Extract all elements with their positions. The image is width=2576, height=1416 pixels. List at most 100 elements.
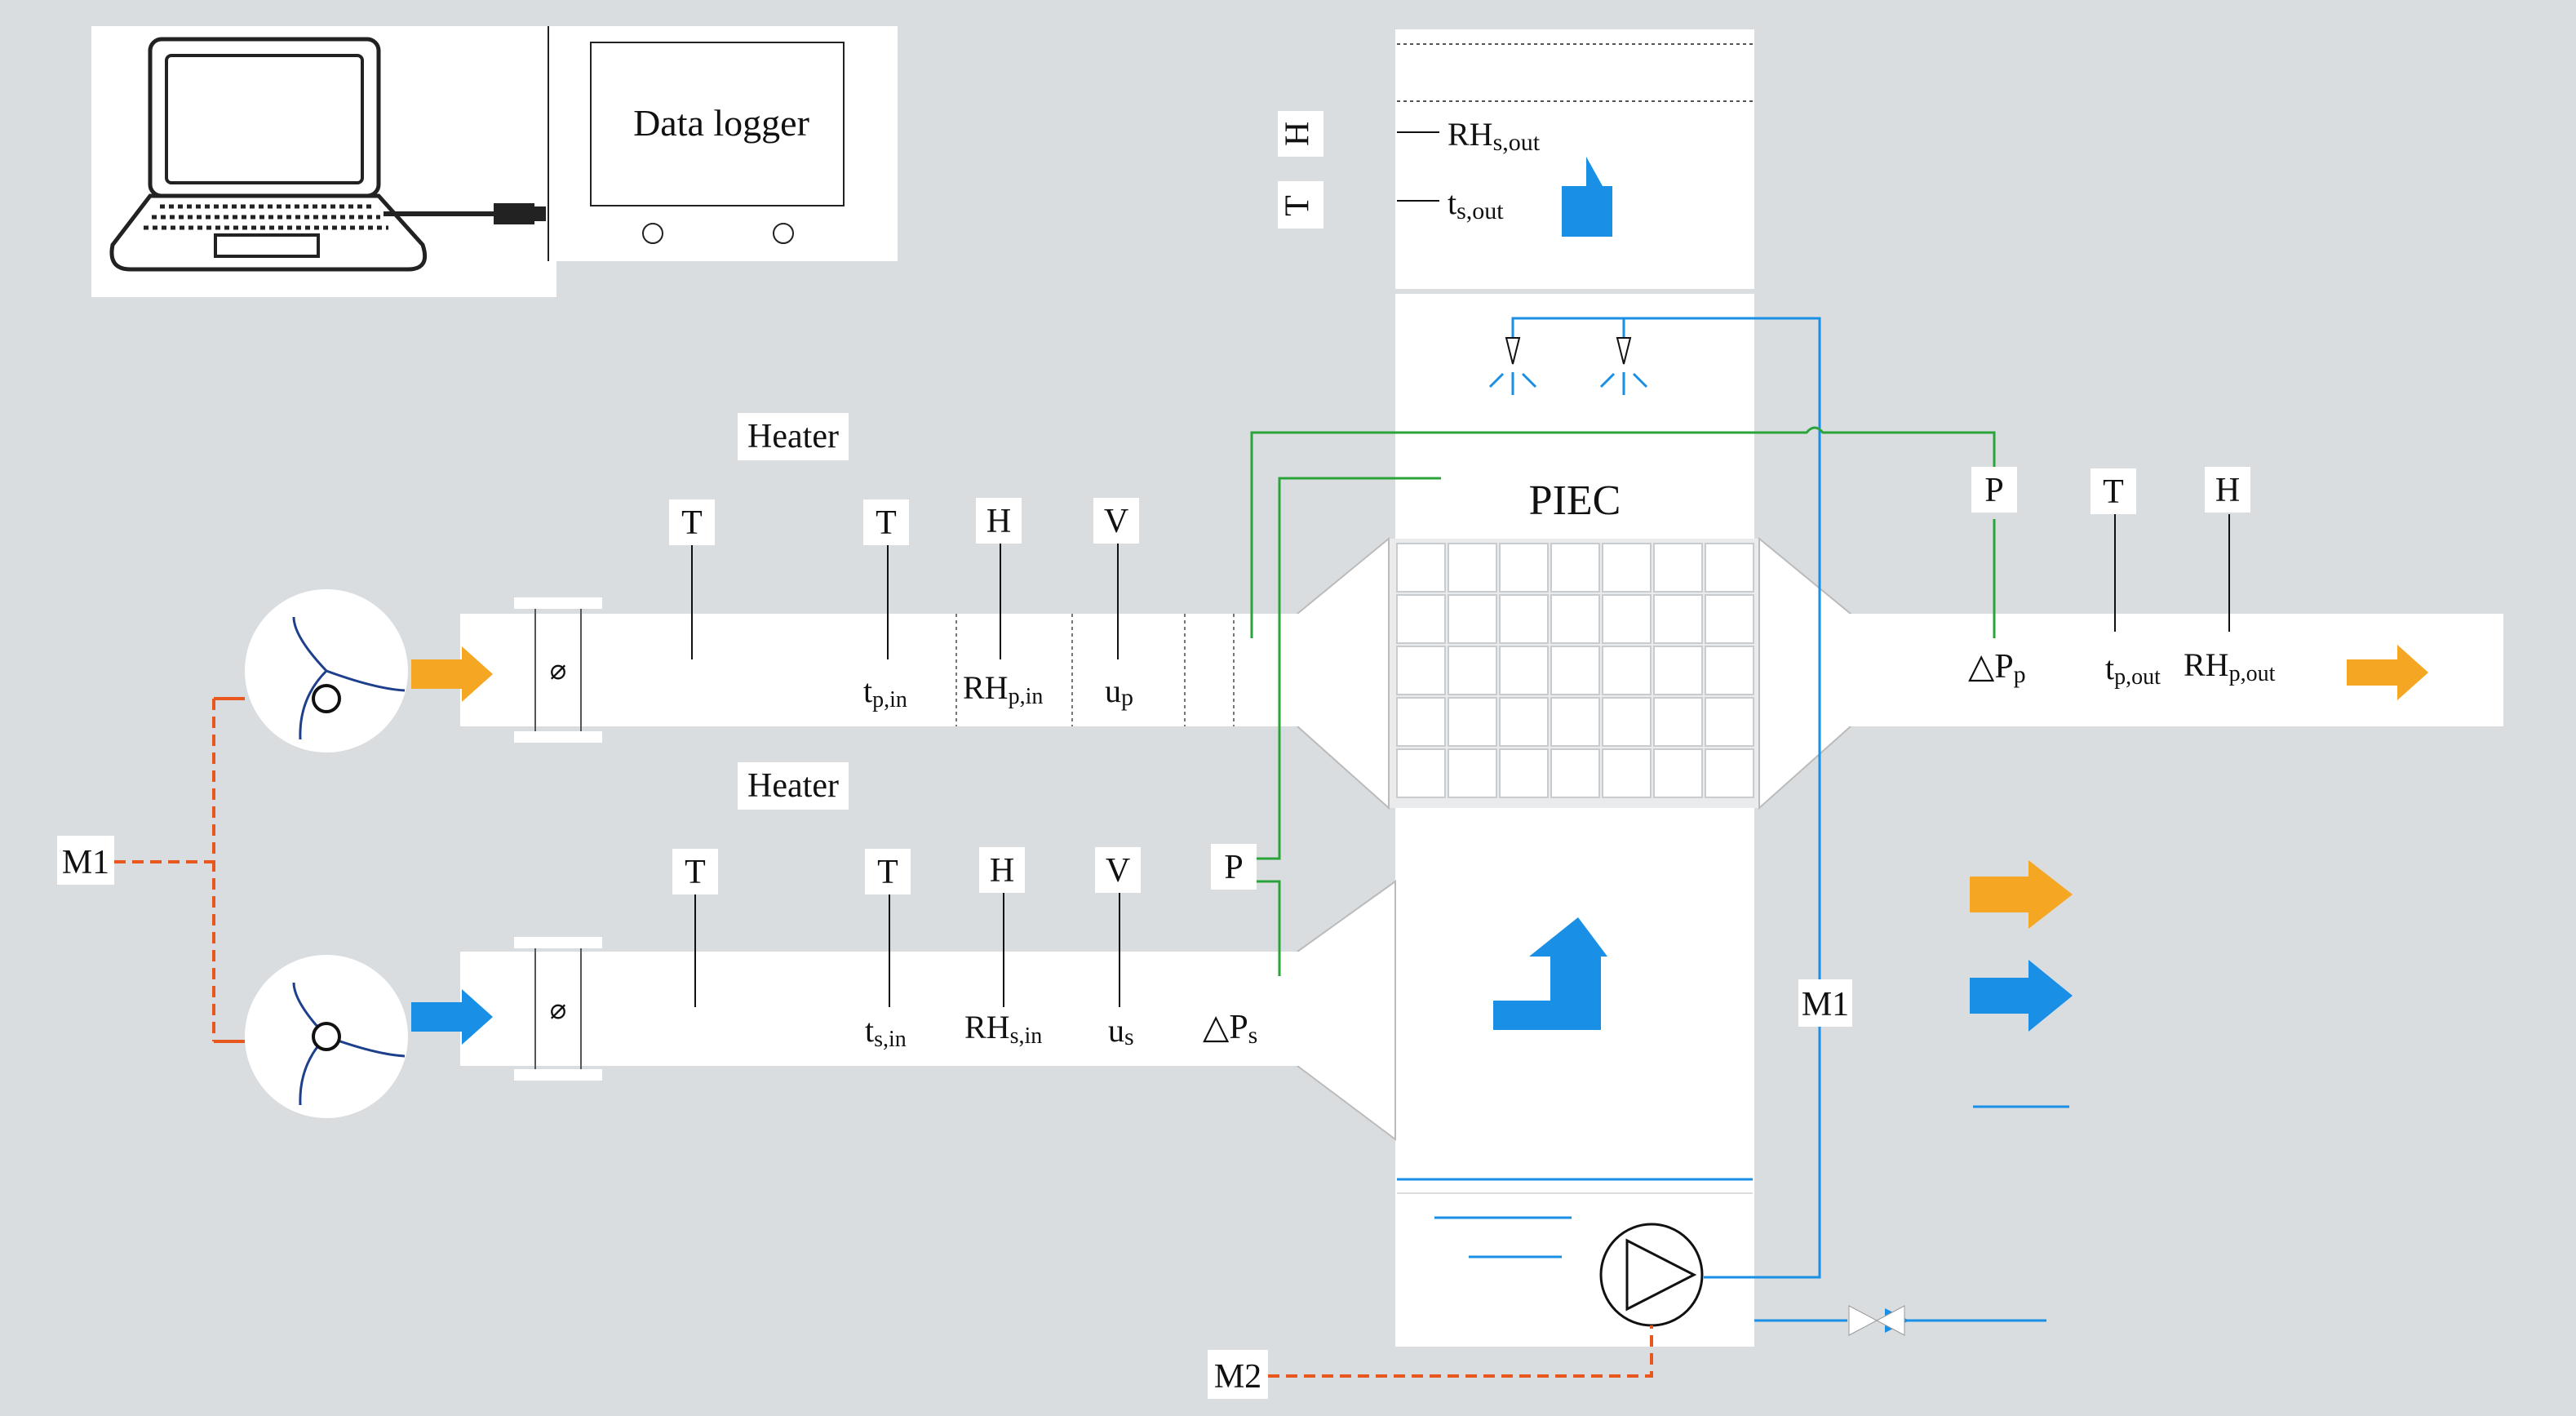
sensor-v-secondary-in: V xyxy=(1095,847,1141,893)
svg-text:Heater: Heater xyxy=(747,767,839,805)
svg-text:M1: M1 xyxy=(1802,986,1849,1023)
hx-cell xyxy=(1705,646,1754,695)
svg-text:RHp,out: RHp,out xyxy=(2184,646,2276,686)
svg-text:up: up xyxy=(1105,672,1133,711)
sensor-h-sout: H xyxy=(1278,111,1323,157)
var-t-p-in: tp,in xyxy=(863,672,907,712)
svg-text:RHs,in: RHs,in xyxy=(964,1009,1042,1049)
var-t-s-out: ts,out xyxy=(1448,184,1504,224)
sensor-t-primary-in: T xyxy=(863,499,909,545)
var-rh-s-out: RHs,out xyxy=(1448,116,1541,156)
svg-text:△Pp: △Pp xyxy=(1968,648,2026,688)
sensor-t-secondary-heater-label: T xyxy=(685,854,706,891)
sensor-v-secondary-in-label: V xyxy=(1106,852,1130,890)
svg-text:ts,out: ts,out xyxy=(1448,184,1504,224)
piec-label: PIEC xyxy=(1461,457,1640,530)
sensor-v-primary-in-label: V xyxy=(1104,503,1128,540)
svg-text:us: us xyxy=(1108,1012,1134,1050)
hx-cell xyxy=(1602,697,1652,747)
var-delta-p-p: △Pp xyxy=(1968,648,2026,688)
sensor-h-primary-out: H xyxy=(2205,467,2250,513)
legend-primary-air-arrow xyxy=(1970,860,2073,929)
svg-text:H: H xyxy=(1279,122,1317,146)
hx-cell xyxy=(1653,646,1703,695)
hx-cell xyxy=(1448,646,1497,695)
svg-text:M2: M2 xyxy=(1214,1358,1261,1396)
svg-text:Heater: Heater xyxy=(747,418,839,455)
var-u-s: us xyxy=(1108,1012,1134,1050)
primary-inlet-arrow xyxy=(411,646,493,702)
hx-cell xyxy=(1396,594,1446,644)
secondary-inlet-transition xyxy=(1297,880,1396,1141)
data-logger-label: Data logger xyxy=(633,102,809,144)
hx-cell xyxy=(1448,543,1497,593)
usb-cable xyxy=(384,203,546,224)
water-pump xyxy=(1599,1223,1704,1327)
hx-cell xyxy=(1602,594,1652,644)
sensor-h-primary-in: H xyxy=(976,498,1022,544)
hx-cell xyxy=(1653,543,1703,593)
spray-nozzles xyxy=(1488,317,1821,1279)
pressure-lines xyxy=(1250,426,1996,976)
hx-cell xyxy=(1550,748,1600,798)
svg-text:tp,out: tp,out xyxy=(2105,650,2161,690)
water-inlet-line xyxy=(1754,1305,2046,1336)
hx-cell xyxy=(1396,748,1446,798)
hx-cell xyxy=(1396,543,1446,593)
sensor-p-secondary: P xyxy=(1211,844,1257,890)
var-delta-p-s: △Ps xyxy=(1203,1009,1257,1049)
hx-cell xyxy=(1499,748,1549,798)
sensor-t-secondary-in: T xyxy=(865,849,911,894)
sensor-t-primary-heater: T xyxy=(669,499,715,545)
primary-outlet-transition xyxy=(1758,536,1851,810)
svg-text:△Ps: △Ps xyxy=(1203,1009,1257,1049)
primary-damper: ⌀ xyxy=(514,597,602,743)
sensor-t-sout: T xyxy=(1278,181,1323,229)
var-t-p-out: tp,out xyxy=(2105,650,2161,690)
secondary-up-arrow xyxy=(1493,917,1607,1030)
hx-cell xyxy=(1499,594,1549,644)
sensor-t-primary-heater-label: T xyxy=(681,504,703,542)
primary-inlet-transition xyxy=(1297,536,1390,810)
hx-cell xyxy=(1499,646,1549,695)
svg-text:PIEC: PIEC xyxy=(1529,477,1621,524)
secondary-heater-label: Heater xyxy=(738,762,849,810)
secondary-damper: ⌀ xyxy=(514,937,602,1081)
var-rh-p-in: RHp,in xyxy=(963,669,1043,709)
primary-duct xyxy=(460,614,1299,726)
hx-cell xyxy=(1705,543,1754,593)
hx-cell xyxy=(1705,594,1754,644)
laptop-panel xyxy=(91,26,556,297)
logger-button-right[interactable] xyxy=(773,223,794,244)
svg-text:M1: M1 xyxy=(62,844,109,881)
legend-secondary-air-arrow xyxy=(1970,960,2073,1032)
logger-button-left[interactable] xyxy=(642,223,663,244)
spray-nozzle-left xyxy=(1505,337,1521,365)
hx-cell xyxy=(1550,646,1600,695)
hx-cell xyxy=(1396,697,1446,747)
secondary-inlet-arrow xyxy=(411,989,493,1045)
hx-cell xyxy=(1550,697,1600,747)
sensor-p-primary-out-label: P xyxy=(1984,472,2003,509)
primary-outlet-arrow xyxy=(2347,645,2428,700)
hx-cell xyxy=(1705,748,1754,798)
m1-label-left: M1 xyxy=(57,836,114,885)
data-logger: Data logger xyxy=(548,26,898,261)
laptop-icon xyxy=(109,37,428,272)
hx-cell xyxy=(1653,594,1703,644)
sensor-h-primary-out-label: H xyxy=(2215,472,2240,509)
sensor-t-primary-out-label: T xyxy=(2103,473,2124,511)
primary-heater-label: Heater xyxy=(738,413,849,460)
hx-cell xyxy=(1396,646,1446,695)
hx-cell xyxy=(1602,543,1652,593)
secondary-duct xyxy=(460,952,1299,1066)
sensor-t-primary-out: T xyxy=(2091,468,2136,514)
svg-text:RHs,out: RHs,out xyxy=(1448,116,1541,156)
svg-text:tp,in: tp,in xyxy=(863,672,907,712)
hx-cell xyxy=(1602,748,1652,798)
water-valve[interactable] xyxy=(1848,1305,1905,1336)
secondary-fan xyxy=(245,955,408,1118)
hx-cell xyxy=(1448,697,1497,747)
